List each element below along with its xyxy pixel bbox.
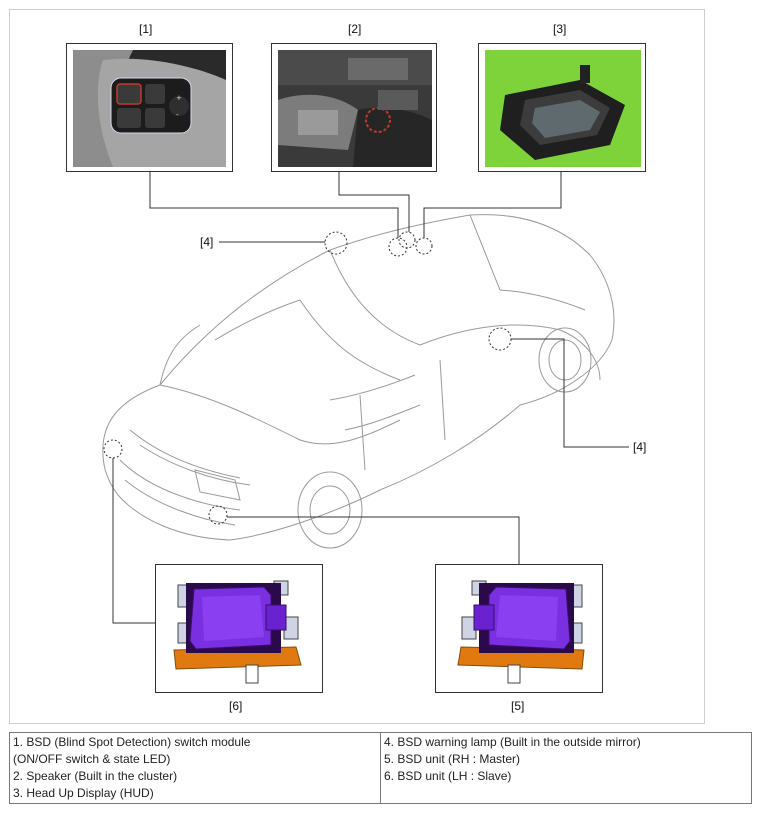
svg-text:-: - (176, 111, 179, 119)
circle-unit-rh (208, 505, 228, 525)
legend-item: 3. Head Up Display (HUD) (13, 786, 154, 800)
callout-3: [3] (553, 22, 567, 36)
legend-item: 5. BSD unit (RH : Master) (384, 752, 521, 766)
callout-2: [2] (348, 22, 362, 36)
legend-item: (ON/OFF switch & state LED) (13, 752, 171, 766)
legend-item: 6. BSD unit (LH : Slave) (384, 769, 512, 783)
connector-lines (112, 171, 629, 624)
locator-circles (103, 231, 512, 525)
legend-right-column: 4. BSD warning lamp (Built in the outsid… (381, 733, 751, 803)
callout-5: [5] (511, 699, 525, 713)
legend-table: 1. BSD (Blind Spot Detection) switch mod… (9, 732, 752, 804)
callout-6: [6] (229, 699, 243, 713)
bsd-unit-icon (173, 580, 302, 684)
callout-4-right: [4] (633, 440, 647, 454)
legend-item: 4. BSD warning lamp (Built in the outsid… (384, 735, 641, 749)
diagram-frame (9, 9, 705, 724)
hud-photo (478, 43, 646, 172)
svg-text:+: + (176, 94, 182, 102)
legend-item: 2. Speaker (Built in the cluster) (13, 769, 178, 783)
circle-lamp-left (324, 231, 348, 255)
circle-unit-lh (103, 439, 123, 459)
bsd-unit-icon (457, 580, 585, 684)
callout-1: [1] (139, 22, 153, 36)
switch-module-photo: + - (66, 43, 233, 172)
legend-left-column: 1. BSD (Blind Spot Detection) switch mod… (10, 733, 381, 803)
car-outline (102, 214, 615, 549)
legend-item: 1. BSD (Blind Spot Detection) switch mod… (13, 735, 251, 749)
circle-speaker (388, 237, 408, 257)
bsd-unit-lh-box (155, 564, 323, 693)
circle-hud (415, 237, 433, 255)
bsd-unit-rh-box (435, 564, 603, 693)
circle-lamp-right (488, 327, 512, 351)
cluster-speaker-photo (271, 43, 437, 172)
circle-switch (398, 231, 416, 249)
callout-4-left: [4] (200, 235, 214, 249)
